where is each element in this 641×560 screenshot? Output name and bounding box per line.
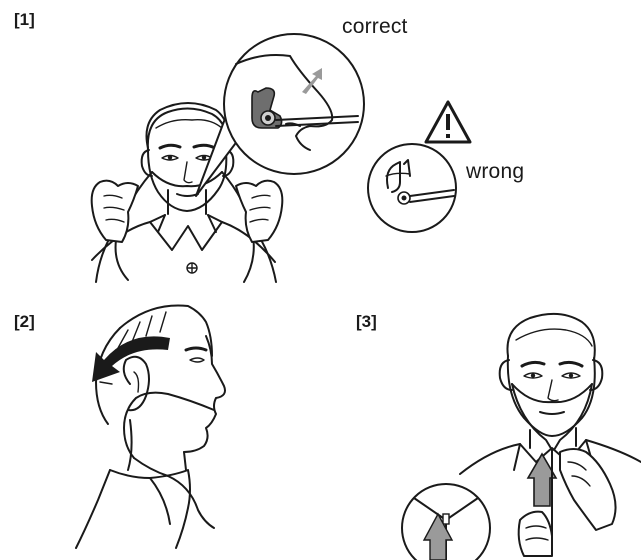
panel-3-front-face bbox=[402, 314, 641, 560]
warning-triangle-icon bbox=[426, 102, 470, 142]
panel-2-side-profile bbox=[76, 305, 225, 548]
rotation-arrow-icon bbox=[92, 336, 170, 382]
wrong-callout bbox=[368, 144, 456, 232]
